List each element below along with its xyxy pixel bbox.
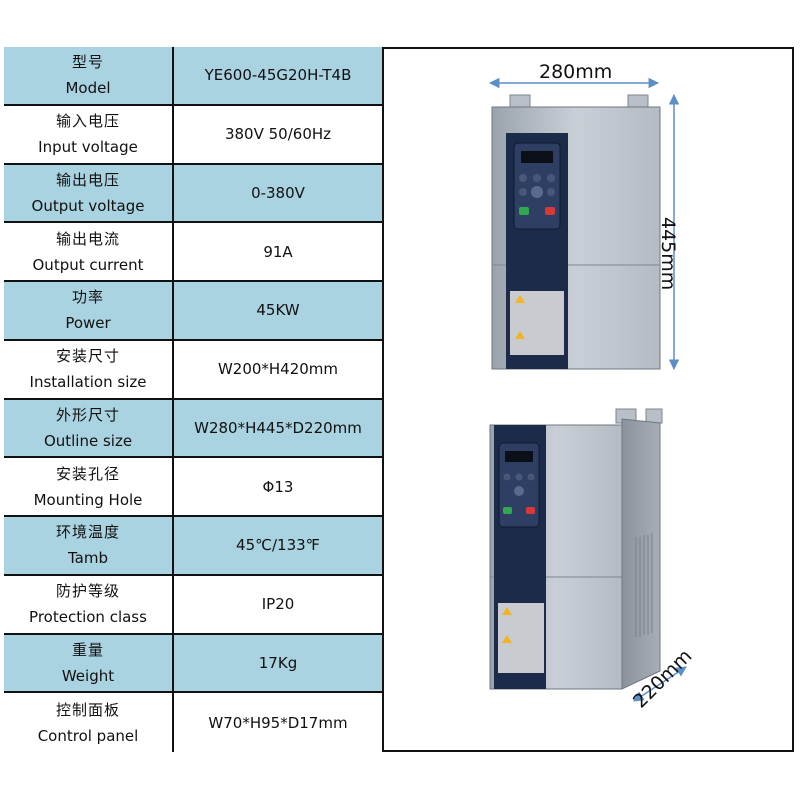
product-photo-area: 280mm 445mm 220mm <box>384 47 792 750</box>
spec-row-input-voltage: 输入电压 Input voltage 380V 50/60Hz <box>4 105 382 165</box>
keypad-button <box>515 473 523 481</box>
spec-label: 控制面板 Control panel <box>4 693 174 752</box>
spec-label: 安装尺寸 Installation size <box>4 340 174 398</box>
spec-value: 45℃/133℉ <box>236 536 320 555</box>
spec-row-control-panel: 控制面板 Control panel W70*H95*D17mm <box>4 693 382 752</box>
spec-label: 防护等级 Protection class <box>4 575 174 633</box>
spec-label: 输出电压 Output voltage <box>4 164 174 222</box>
spec-label: 重量 Weight <box>4 634 174 692</box>
keypad-button <box>519 174 527 182</box>
spec-label-en: Tamb <box>67 549 108 568</box>
spec-value: 380V 50/60Hz <box>224 125 332 144</box>
display-screen <box>505 451 533 462</box>
keypad-button <box>503 473 511 481</box>
spec-row-output-voltage: 输出电压 Output voltage 0-380V <box>4 164 382 224</box>
spec-value: Φ13 <box>262 477 294 496</box>
spec-row-mounting-hole: 安装孔径 Mounting Hole Φ13 <box>4 458 382 517</box>
spec-label: 外形尺寸 Outline size <box>4 399 174 457</box>
depth-arrow <box>633 666 687 702</box>
spec-label-cn: 控制面板 <box>55 700 120 719</box>
spec-label: 安装孔径 Mounting Hole <box>4 458 174 515</box>
keypad-button <box>531 186 543 198</box>
warning-icon <box>502 607 512 615</box>
spec-label-en: Model <box>65 79 111 98</box>
spec-label: 功率 Power <box>4 282 174 339</box>
spec-label-cn: 功率 <box>71 288 104 307</box>
spec-label: 输入电压 Input voltage <box>4 105 174 163</box>
spec-value: IP20 <box>261 595 295 614</box>
keypad-button <box>527 473 535 481</box>
spec-label-en: Protection class <box>29 608 147 627</box>
inverter-illustration <box>488 77 687 702</box>
spec-value: W70*H95*D17mm <box>208 713 348 732</box>
spec-row-model: 型号 Model YE600-45G20H-T4B <box>4 47 382 106</box>
warning-icon <box>502 635 512 643</box>
spec-table: 型号 Model YE600-45G20H-T4B 输入电压 Input vol… <box>4 47 384 752</box>
spec-label-en: Power <box>65 314 111 333</box>
spec-label: 型号 Model <box>4 47 174 104</box>
spec-label-en: Output current <box>32 255 144 274</box>
keypad-button <box>519 188 527 196</box>
keypad <box>498 442 540 528</box>
inverter-angled-view <box>489 408 687 702</box>
spec-row-power: 功率 Power 45KW <box>4 282 382 341</box>
keypad-button <box>547 188 555 196</box>
spec-row-output-current: 输出电流 Output current 91A <box>4 223 382 282</box>
spec-row-installation-size: 安装尺寸 Installation size W200*H420mm <box>4 340 382 400</box>
spec-label-cn: 环境温度 <box>55 523 120 542</box>
height-dimension-label: 445mm <box>657 217 679 291</box>
spec-label-cn: 外形尺寸 <box>55 405 120 424</box>
spec-label-en: Output voltage <box>31 196 145 215</box>
spec-label: 环境温度 Tamb <box>4 517 174 574</box>
spec-value: YE600-45G20H-T4B <box>204 66 352 85</box>
spec-label-cn: 输入电压 <box>55 112 120 131</box>
inverter-side-panel <box>621 418 661 690</box>
spec-row-outline-size: 外形尺寸 Outline size W280*H445*D220mm <box>4 399 382 459</box>
spec-value: 91A <box>263 242 293 261</box>
width-dimension-label: 280mm <box>539 61 613 83</box>
spec-value: W280*H445*D220mm <box>194 418 362 437</box>
spec-value: 45KW <box>256 301 300 320</box>
spec-row-tamb: 环境温度 Tamb 45℃/133℉ <box>4 517 382 576</box>
run-button <box>519 207 529 215</box>
spec-label-cn: 防护等级 <box>55 582 120 601</box>
spec-label-en: Control panel <box>37 726 139 745</box>
spec-value: 17Kg <box>258 653 298 672</box>
inverter-front-view <box>488 77 680 371</box>
spec-value: W200*H420mm <box>217 360 339 379</box>
spec-label-cn: 输出电流 <box>55 229 120 248</box>
display-screen <box>521 151 553 163</box>
spec-label-cn: 安装孔径 <box>55 464 120 483</box>
spec-label-cn: 重量 <box>71 640 104 659</box>
spec-label-en: Outline size <box>43 431 133 450</box>
spec-row-protection-class: 防护等级 Protection class IP20 <box>4 575 382 635</box>
stop-button <box>526 507 535 514</box>
vent-grille <box>635 533 653 637</box>
spec-value: 0-380V <box>251 183 305 202</box>
keypad-button <box>533 174 541 182</box>
spec-label-cn: 输出电压 <box>55 170 120 189</box>
spec-row-weight: 重量 Weight 17Kg <box>4 634 382 694</box>
spec-label-cn: 型号 <box>71 53 104 72</box>
keypad-button <box>547 174 555 182</box>
keypad-button <box>514 486 524 496</box>
spec-label-en: Mounting Hole <box>33 490 143 509</box>
run-button <box>503 507 512 514</box>
spec-label-cn: 安装尺寸 <box>55 347 120 366</box>
spec-label-en: Weight <box>61 666 115 685</box>
spec-label-en: Installation size <box>29 373 147 392</box>
spec-label: 输出电流 Output current <box>4 223 174 280</box>
warning-icon <box>515 295 525 303</box>
mounting-tab <box>645 408 663 424</box>
stop-button <box>545 207 555 215</box>
spec-label-en: Input voltage <box>38 138 138 157</box>
warning-icon <box>515 331 525 339</box>
